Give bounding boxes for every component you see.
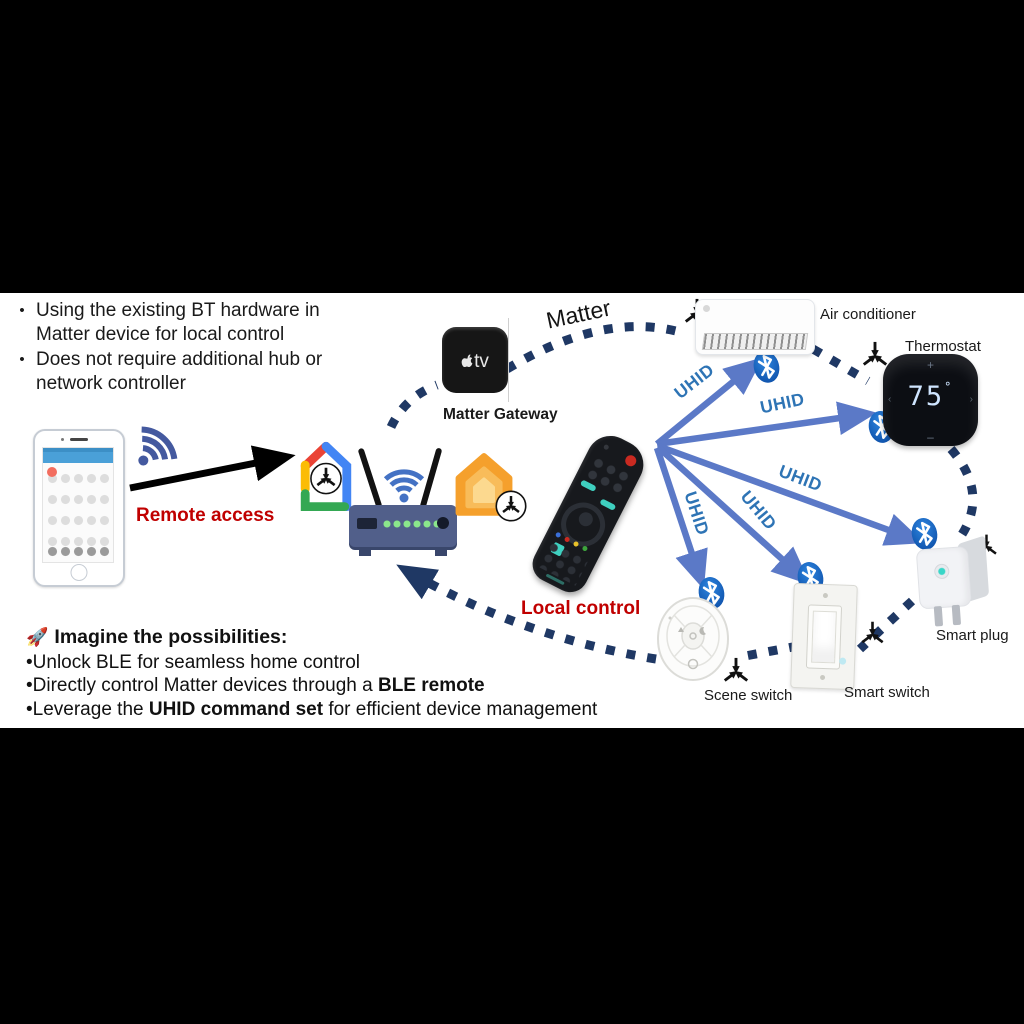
scene-switch-device xyxy=(656,596,730,682)
possibilities-block: 🚀Imagine the possibilities: •Unlock BLE … xyxy=(26,626,597,721)
possibility-item: •Unlock BLE for seamless home control xyxy=(26,651,361,673)
remote-access-label: Remote access xyxy=(136,505,275,526)
bullet-text: Does not require additional hub or netwo… xyxy=(36,349,323,394)
wifi-router xyxy=(349,505,457,556)
possibilities-title: 🚀Imagine the possibilities: xyxy=(26,626,288,648)
bullet-text: Using the existing BT hardware in Matter… xyxy=(36,300,320,345)
switch-led xyxy=(839,657,847,665)
bullet-item: • Does not require additional hub or net… xyxy=(8,348,376,396)
matter-logo-icon xyxy=(495,490,527,522)
smartphone-remote-app xyxy=(33,429,125,587)
bullet-dot: • xyxy=(19,351,25,368)
thermostat-label: Thermostat xyxy=(905,338,981,355)
app-button-grid xyxy=(45,466,111,558)
google-home-icon xyxy=(300,441,352,513)
bullet-dot: • xyxy=(19,302,25,319)
thermostat-right-chevron: › xyxy=(969,394,973,405)
thermostat-device: + 75° – ‹ › xyxy=(883,354,978,446)
apple-tv-logo: tv xyxy=(442,351,508,373)
thermostat-plus: + xyxy=(926,358,935,372)
possibility-item: •Directly control Matter devices through… xyxy=(26,675,485,696)
app-power-button xyxy=(47,467,57,477)
app-header xyxy=(43,448,113,463)
router-port xyxy=(357,518,377,529)
router-button xyxy=(437,517,449,529)
plug-prong xyxy=(933,605,944,627)
thermostat-left-chevron: ‹ xyxy=(888,394,892,405)
phone-speaker xyxy=(70,438,88,441)
apple-home-icon xyxy=(455,452,527,522)
smart-switch-label: Smart switch xyxy=(844,684,930,701)
local-control-label: Local control xyxy=(521,598,641,619)
image-edge-line xyxy=(508,318,509,402)
phone-camera xyxy=(61,438,64,441)
smart-plug-device xyxy=(913,535,997,627)
air-conditioner-label: Air conditioner xyxy=(820,306,916,323)
apple-tv-box: tv xyxy=(442,327,508,393)
matter-gateway-label: Matter Gateway xyxy=(443,406,558,423)
smart-plug-label: Smart plug xyxy=(936,627,1009,644)
router-leds xyxy=(382,520,442,528)
thermostat-minus: – xyxy=(927,430,934,444)
air-conditioner-device xyxy=(695,299,815,355)
possibility-item: •Leverage the UHID command set for effic… xyxy=(26,698,598,720)
app-dark-buttons xyxy=(45,544,111,557)
plug-prong xyxy=(951,604,962,626)
smart-switch-device xyxy=(790,582,858,691)
intro-bullet-list: • Using the existing BT hardware in Matt… xyxy=(8,299,376,397)
scene-switch-label: Scene switch xyxy=(704,687,793,704)
apple-logo-icon xyxy=(461,354,473,368)
phone-home-button xyxy=(70,564,88,581)
phone-screen xyxy=(42,447,114,563)
ac-grille xyxy=(701,333,809,350)
thermostat-temperature: 75° xyxy=(907,380,954,412)
switch-rocker xyxy=(811,610,837,664)
rocket-icon: 🚀 xyxy=(26,627,49,647)
bullet-item: • Using the existing BT hardware in Matt… xyxy=(8,299,376,347)
